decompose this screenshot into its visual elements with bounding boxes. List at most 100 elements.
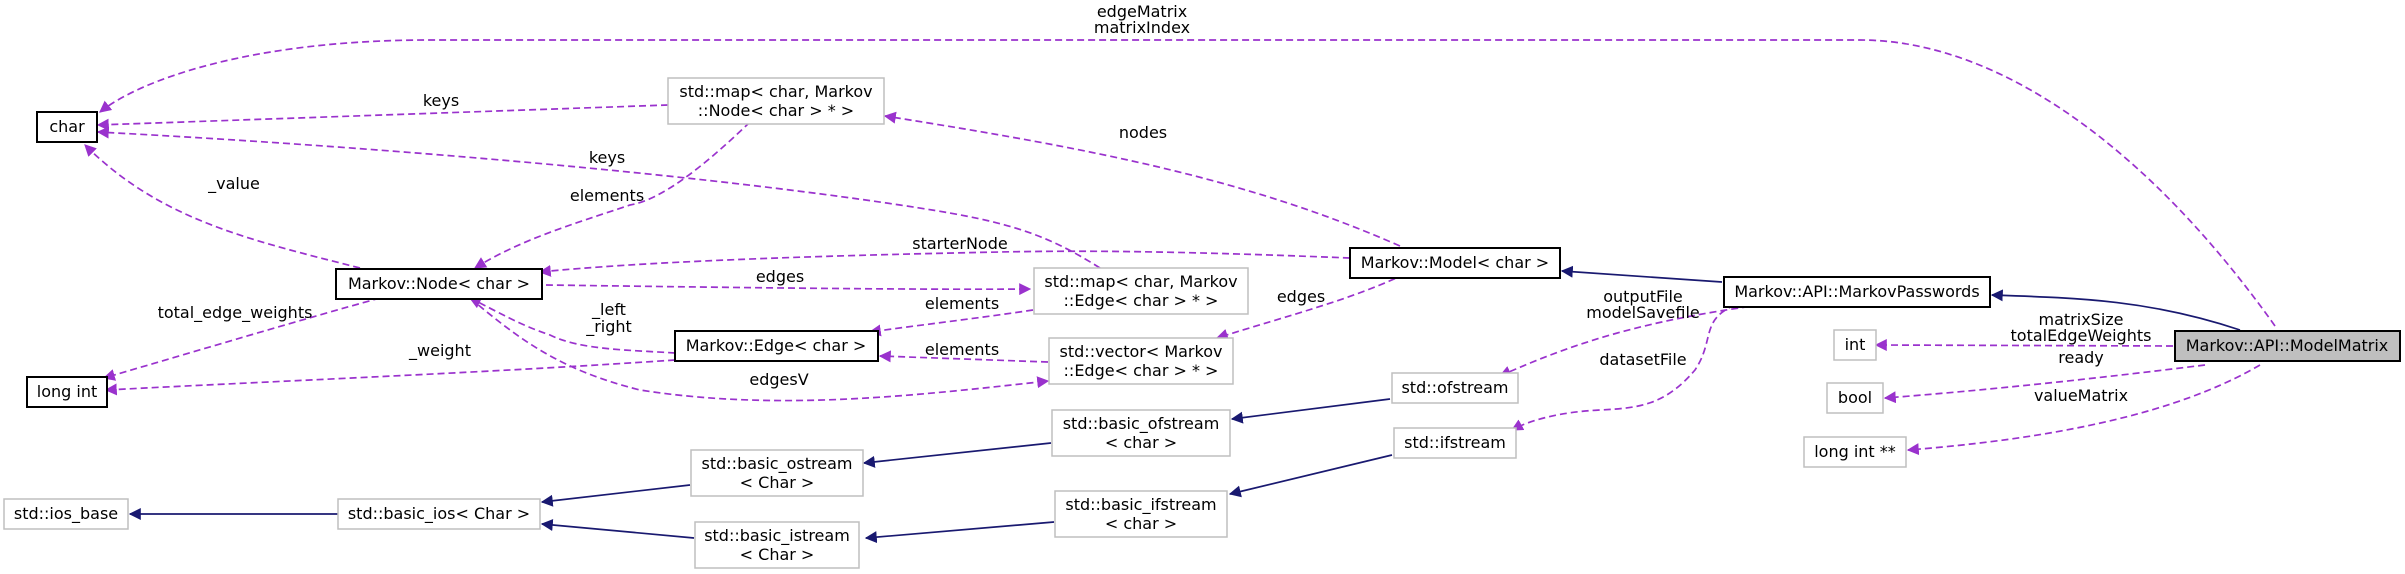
label-edges-v: edgesV bbox=[749, 370, 808, 389]
edge-basicistream-basicios bbox=[540, 519, 695, 539]
edge-node-mapnode bbox=[473, 121, 751, 269]
label-edges-node: edges bbox=[756, 267, 804, 286]
edge-edge-longint bbox=[104, 359, 676, 396]
node-map-edge-line1: std::map< char, Markov bbox=[1044, 272, 1237, 291]
edge-vector-edge bbox=[878, 350, 1049, 363]
edges-layer bbox=[84, 39, 2276, 544]
node-long-int-pp[interactable]: long int ** bbox=[1803, 436, 1907, 468]
label-right: _right bbox=[585, 317, 632, 337]
edge-node-mapedge bbox=[545, 283, 1032, 296]
label-matrix-size: matrixSize bbox=[2039, 310, 2124, 329]
label-total-edge-weights-mm: totalEdgeWeights bbox=[2011, 326, 2152, 345]
edge-modelmatrix-char bbox=[99, 39, 2276, 327]
node-ios-base[interactable]: std::ios_base bbox=[3, 498, 129, 530]
node-markov-node-label: Markov::Node< char > bbox=[348, 274, 530, 293]
label-matrix-index: matrixIndex bbox=[1094, 18, 1190, 37]
label-value: _value bbox=[207, 174, 260, 194]
label-dataset-file: datasetFile bbox=[1599, 350, 1686, 369]
edge-passwords-ifstream bbox=[1510, 304, 1736, 431]
label-keys-mapnode: keys bbox=[423, 91, 459, 110]
node-markov-model[interactable]: Markov::Model< char > bbox=[1349, 247, 1561, 279]
node-vector-edge-line2: ::Edge< char > * > bbox=[1064, 361, 1219, 380]
label-left: _left bbox=[591, 300, 626, 320]
label-elements-vector: elements bbox=[925, 340, 999, 359]
edge-node-longint bbox=[102, 297, 381, 381]
edge-modelmatrix-longintpp bbox=[1906, 364, 2261, 456]
node-markov-model-label: Markov::Model< char > bbox=[1361, 253, 1549, 272]
node-ifstream-label: std::ifstream bbox=[1404, 433, 1506, 452]
label-ready: ready bbox=[2058, 348, 2104, 367]
node-bool-label: bool bbox=[1838, 388, 1872, 407]
node-bool[interactable]: bool bbox=[1826, 382, 1884, 414]
node-ofstream-label: std::ofstream bbox=[1401, 378, 1508, 397]
node-int[interactable]: int bbox=[1833, 329, 1877, 361]
node-markov-passwords-label: Markov::API::MarkovPasswords bbox=[1734, 282, 1979, 301]
node-basic-ofstream[interactable]: std::basic_ofstream < char > bbox=[1051, 409, 1231, 457]
node-markov-edge[interactable]: Markov::Edge< char > bbox=[674, 330, 879, 362]
label-keys-mapedge: keys bbox=[589, 148, 625, 167]
edge-modelmatrix-bool bbox=[1883, 364, 2206, 404]
edge-passwords-ofstream bbox=[1498, 304, 1761, 378]
node-basic-ostream-line2: < Char > bbox=[740, 473, 815, 492]
node-vector-edge-line1: std::vector< Markov bbox=[1060, 342, 1223, 361]
node-markov-edge-label: Markov::Edge< char > bbox=[686, 336, 867, 355]
edge-mapnode-char bbox=[96, 104, 669, 131]
node-ofstream[interactable]: std::ofstream bbox=[1391, 372, 1519, 404]
edge-modelmatrix-passwords bbox=[1990, 289, 2241, 331]
node-long-int[interactable]: long int bbox=[26, 376, 108, 408]
edge-model-node bbox=[538, 250, 1351, 277]
edge-modelmatrix-int bbox=[1874, 339, 2174, 352]
node-map-node-line2: ::Node< char > * > bbox=[698, 101, 854, 120]
label-nodes: nodes bbox=[1119, 123, 1167, 142]
edge-ifstream-basicifstream bbox=[1228, 454, 1393, 498]
node-map-edge-line2: ::Edge< char > * > bbox=[1064, 291, 1219, 310]
label-elements-mapedge: elements bbox=[925, 294, 999, 313]
edge-model-vector bbox=[1215, 273, 1406, 341]
node-vector-edge[interactable]: std::vector< Markov ::Edge< char > * > bbox=[1048, 337, 1234, 385]
label-starter-node: starterNode bbox=[912, 234, 1007, 253]
node-long-int-label: long int bbox=[37, 382, 97, 401]
node-basic-istream-line2: < Char > bbox=[740, 545, 815, 564]
label-elements-mapnode: elements bbox=[570, 186, 644, 205]
label-total-edge-weights: total_edge_weights bbox=[158, 303, 313, 323]
node-long-int-pp-label: long int ** bbox=[1814, 442, 1896, 461]
node-basic-ifstream-line2: < char > bbox=[1105, 514, 1177, 533]
node-basic-ios[interactable]: std::basic_ios< Char > bbox=[337, 498, 541, 530]
node-int-label: int bbox=[1845, 335, 1866, 354]
edge-basicostream-basicios bbox=[540, 484, 691, 507]
label-weight: _weight bbox=[408, 341, 471, 361]
node-basic-ostream[interactable]: std::basic_ostream < Char > bbox=[690, 449, 864, 497]
edge-passwords-model bbox=[1560, 265, 1723, 283]
node-map-edge[interactable]: std::map< char, Markov ::Edge< char > * … bbox=[1033, 267, 1249, 315]
label-edges-model: edges bbox=[1277, 287, 1325, 306]
node-markov-node[interactable]: Markov::Node< char > bbox=[335, 268, 543, 300]
node-map-node[interactable]: std::map< char, Markov ::Node< char > * … bbox=[667, 77, 885, 125]
nodes-layer: char std::map< char, Markov ::Node< char… bbox=[3, 77, 2401, 569]
node-model-matrix-label: Markov::API::ModelMatrix bbox=[2186, 336, 2389, 355]
node-basic-ostream-line1: std::basic_ostream bbox=[702, 454, 853, 474]
edge-mapedge-char bbox=[96, 126, 1101, 269]
node-basic-istream-line1: std::basic_istream bbox=[704, 526, 850, 546]
node-ios-base-label: std::ios_base bbox=[14, 504, 118, 524]
node-basic-ifstream[interactable]: std::basic_ifstream < char > bbox=[1054, 490, 1228, 538]
edge-basicifstream-basicistream bbox=[864, 521, 1055, 544]
node-char[interactable]: char bbox=[36, 111, 98, 143]
edge-labels-layer: edgeMatrix matrixIndex keys keys _value … bbox=[158, 2, 2152, 405]
edge-ofstream-basicofstream bbox=[1230, 398, 1391, 424]
node-map-node-line1: std::map< char, Markov bbox=[679, 82, 872, 101]
edge-basicofstream-basicostream bbox=[862, 442, 1052, 468]
node-char-label: char bbox=[49, 117, 85, 136]
edge-node-vector bbox=[469, 297, 1050, 402]
node-basic-istream[interactable]: std::basic_istream < Char > bbox=[694, 521, 860, 569]
node-basic-ofstream-line1: std::basic_ofstream bbox=[1063, 414, 1220, 434]
node-ifstream[interactable]: std::ifstream bbox=[1393, 427, 1517, 459]
node-markov-passwords[interactable]: Markov::API::MarkovPasswords bbox=[1723, 276, 1991, 308]
node-basic-ofstream-line2: < char > bbox=[1105, 433, 1177, 452]
edge-model-mapnode bbox=[883, 111, 1401, 247]
edge-mapedge-edge bbox=[868, 309, 1034, 337]
label-value-matrix: valueMatrix bbox=[2034, 386, 2128, 405]
node-model-matrix[interactable]: Markov::API::ModelMatrix bbox=[2174, 330, 2401, 362]
edge-edge-node bbox=[468, 297, 676, 354]
